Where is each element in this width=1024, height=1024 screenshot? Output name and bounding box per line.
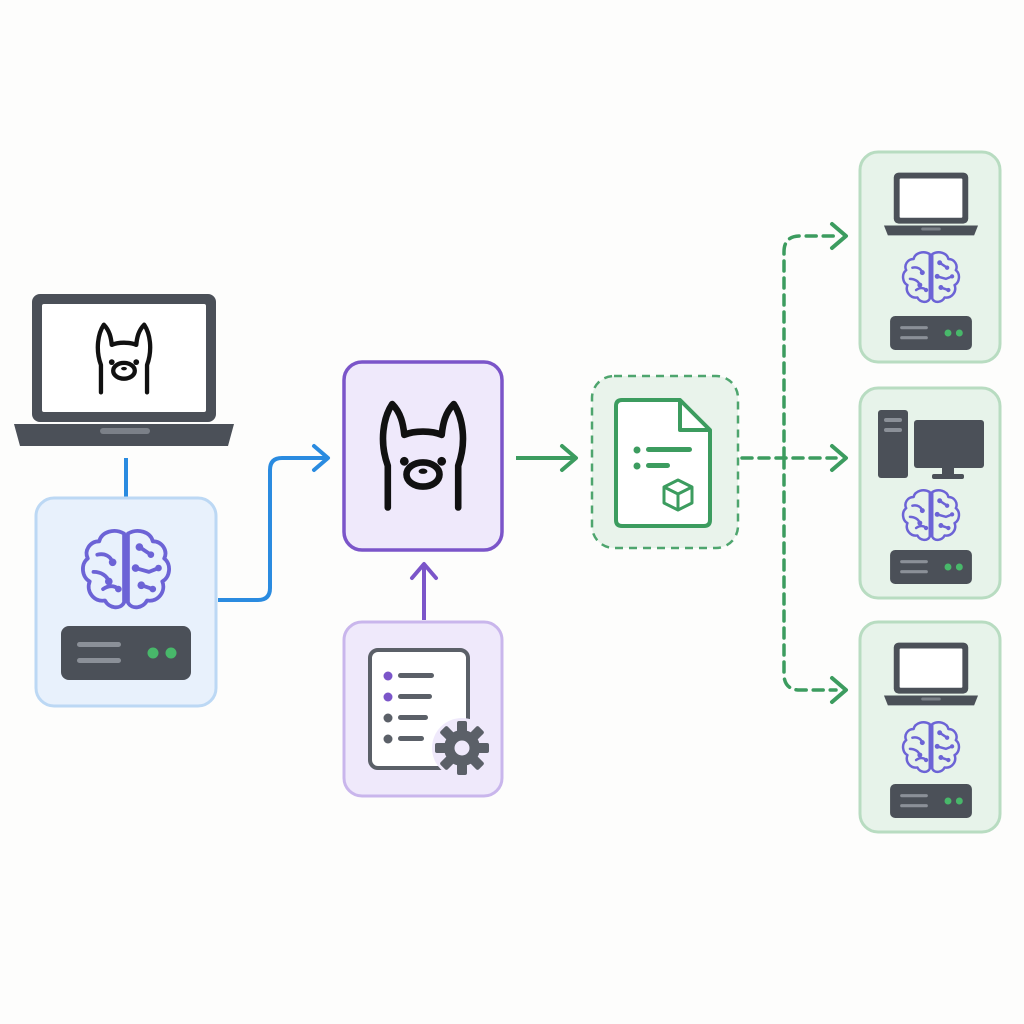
target-node-2[interactable]	[858, 386, 1002, 600]
laptop-icon	[883, 642, 979, 706]
arrow-config-to-runtime	[410, 562, 438, 620]
llama-runtime-panel[interactable]	[342, 360, 504, 552]
monitor-icon	[914, 420, 984, 479]
server-icon	[890, 316, 972, 350]
arrowhead-target-2	[830, 444, 848, 472]
source-laptop	[14, 294, 234, 446]
config-file-panel[interactable]	[342, 620, 504, 798]
gear-icon	[432, 718, 492, 778]
server-icon	[890, 784, 972, 818]
cube-icon	[662, 478, 694, 512]
arrowhead-target-3	[830, 676, 848, 704]
laptop-icon	[883, 172, 979, 236]
arrowhead-target-1	[830, 222, 848, 250]
arrow-runtime-to-package	[516, 444, 578, 472]
arrow-package-to-targets	[740, 234, 838, 692]
target-node-1[interactable]	[858, 150, 1002, 364]
desktop-tower-icon	[878, 410, 908, 478]
arrow-host-to-runtime	[218, 444, 330, 602]
server-icon	[890, 550, 972, 584]
document-lines	[633, 446, 692, 470]
model-package-panel[interactable]	[590, 374, 740, 550]
source-model-host-panel[interactable]	[34, 496, 218, 708]
server-icon	[61, 626, 191, 680]
target-node-3[interactable]	[858, 620, 1002, 834]
